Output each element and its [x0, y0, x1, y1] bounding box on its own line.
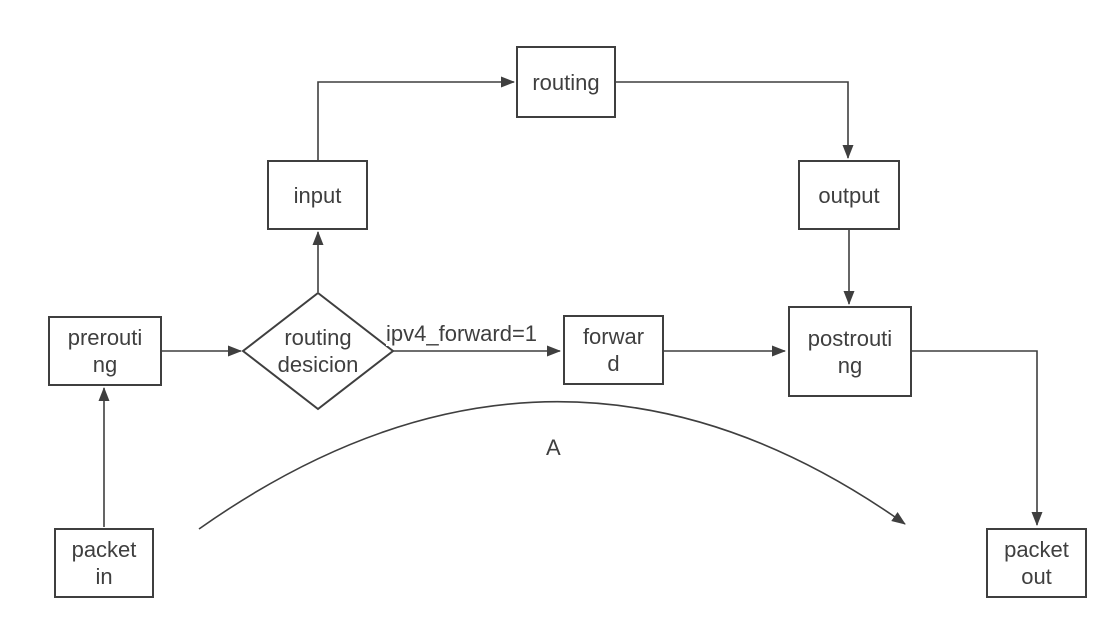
node-packet-in: packet in	[54, 528, 154, 598]
node-forward-label: forward	[582, 324, 645, 376]
node-forward: forward	[563, 315, 664, 385]
bypass-curve-label: A	[546, 435, 561, 460]
edge-routing-to-output	[616, 81, 854, 159]
edge-condition-label: ipv4_forward=1	[386, 321, 538, 346]
edge-bypass-curve	[198, 401, 906, 530]
node-postrouting-label: postrouting	[807, 325, 893, 378]
node-routing-decision-label: routing desicion	[277, 325, 359, 377]
node-prerouting-label: prerouting	[67, 325, 143, 377]
node-routing-decision: routing desicion	[258, 323, 378, 379]
edge-postrouting-to-packet-out	[912, 350, 1043, 526]
node-input-label: input	[293, 182, 342, 208]
node-routing: routing	[516, 46, 616, 118]
node-packet-in-label: packet in	[71, 537, 137, 589]
node-postrouting: postrouting	[788, 306, 912, 397]
node-output: output	[798, 160, 900, 230]
node-input: input	[267, 160, 368, 230]
routing-decision-diamond	[241, 291, 395, 411]
node-packet-out: packet out	[986, 528, 1087, 598]
edge-input-to-routing	[317, 76, 515, 160]
node-prerouting: prerouting	[48, 316, 162, 386]
node-packet-out-label: packet out	[1004, 537, 1069, 589]
node-routing-label: routing	[532, 69, 600, 95]
node-output-label: output	[818, 182, 880, 208]
